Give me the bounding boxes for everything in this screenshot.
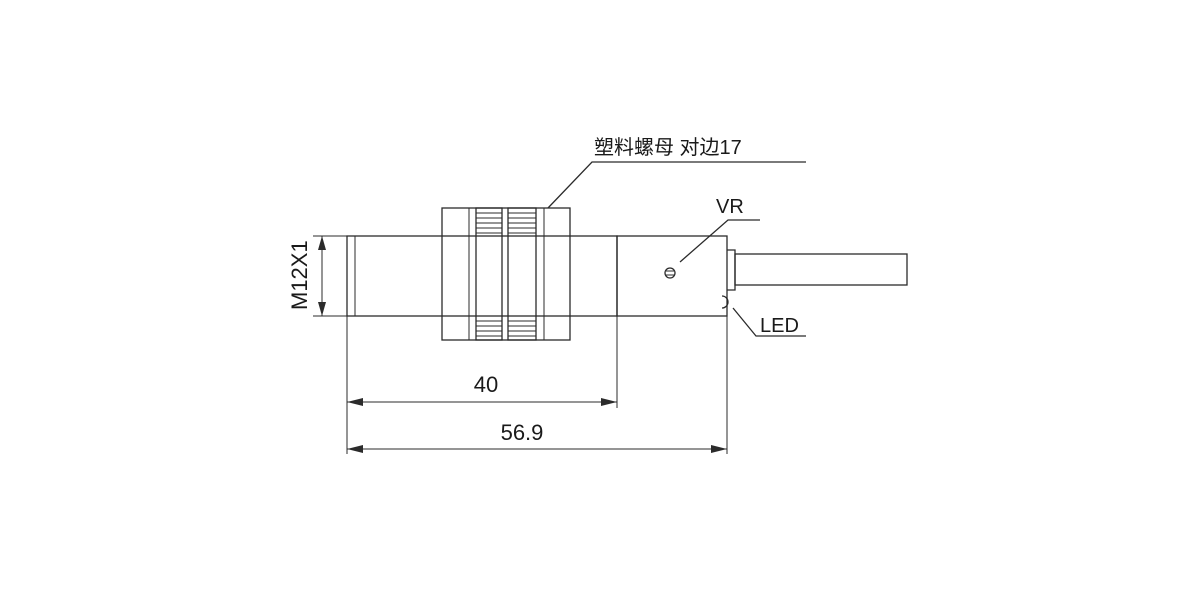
- thread-label: M12X1: [287, 240, 312, 310]
- arrow-left-icon: [347, 445, 363, 453]
- thread-dimension: M12X1: [287, 235, 347, 317]
- arrow-left-icon: [347, 398, 363, 406]
- vr-label: VR: [716, 196, 744, 218]
- nut-knurl-2: [507, 207, 537, 341]
- nut-outline: [441, 207, 571, 341]
- cable: [727, 249, 908, 291]
- cable-gland: [727, 249, 736, 291]
- dim-label-56-9: 56.9: [501, 420, 544, 445]
- sensor-body: [346, 235, 728, 317]
- led-indicator: [721, 295, 729, 309]
- arrow-up-icon: [318, 236, 326, 250]
- vr-screw-icon: [664, 267, 676, 279]
- nut-label: 塑料螺母 对边17: [594, 136, 742, 159]
- arrow-down-icon: [318, 302, 326, 316]
- led-label: LED: [760, 315, 799, 337]
- length-dimensions: 40 56.9: [346, 316, 728, 454]
- nut-knurl-1: [475, 207, 503, 341]
- dim-label-40: 40: [474, 372, 498, 397]
- arrow-right-icon: [601, 398, 617, 406]
- rear-housing: [616, 235, 728, 317]
- nut-leader-line: [547, 161, 806, 209]
- plastic-nuts: [441, 207, 571, 341]
- threaded-barrel: [346, 235, 618, 317]
- arrow-right-icon: [711, 445, 727, 453]
- cable-sheath: [734, 253, 908, 286]
- vr-leader-line: [679, 219, 760, 263]
- vr-potentiometer: [664, 267, 676, 279]
- led-leader-line: [732, 307, 806, 337]
